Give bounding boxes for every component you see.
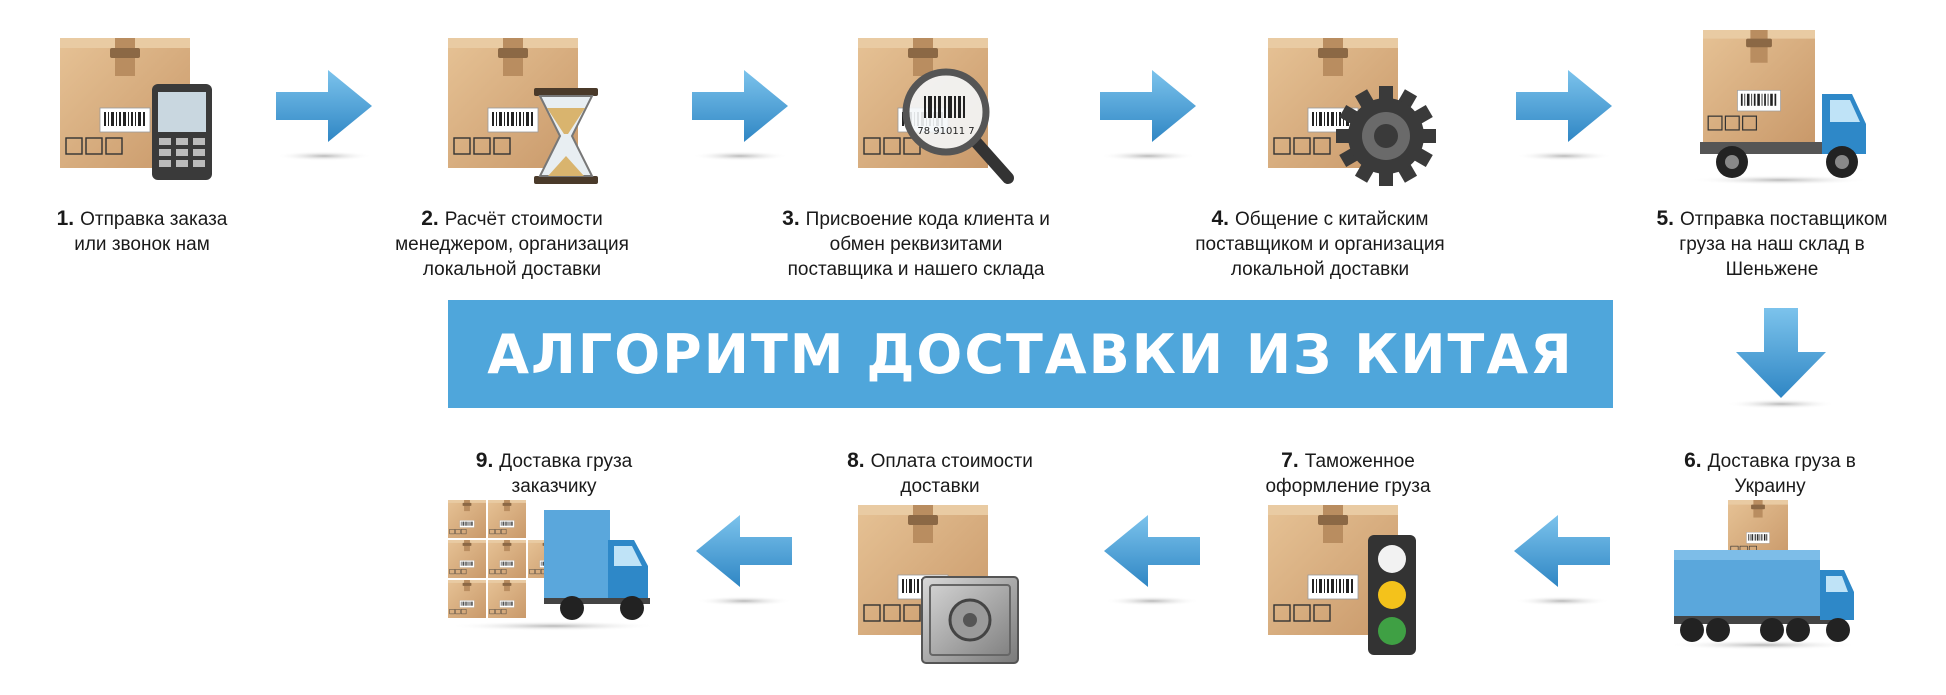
step-6-icon — [1668, 500, 1858, 650]
step-number: 9. — [475, 449, 494, 472]
arrow-right-3 — [1100, 70, 1200, 161]
arrow-left-icon — [1104, 515, 1200, 606]
step-text: оформление груза — [1265, 476, 1431, 497]
step-text: локальной доставки — [1230, 259, 1410, 280]
step-6-caption: 6.Доставка груза в Украину — [1610, 448, 1930, 499]
step-text: груза на наш склад в — [1679, 234, 1865, 255]
step-text: Шеньжене — [1725, 259, 1819, 280]
arrow-right-1 — [276, 70, 376, 161]
step-text: Таможенное — [1304, 451, 1415, 472]
barcode-digits: 78 91011 7 — [917, 126, 974, 137]
step-8-icon — [858, 505, 1038, 664]
step-text: поставщиком и организация — [1195, 234, 1445, 255]
arrow-left-icon — [696, 515, 792, 606]
arrow-left-2 — [1100, 515, 1200, 606]
box-magnifier-icon: 78 91011 7 — [858, 38, 1014, 184]
step-5-icon — [1690, 30, 1870, 185]
step-7-caption: 7.Таможенное оформление груза — [1188, 448, 1508, 499]
page-title: АЛГОРИТМ ДОСТАВКИ ИЗ КИТАЯ — [487, 322, 1574, 386]
step-1-caption: 1.Отправка заказа или звонок нам — [0, 206, 302, 257]
step-text: Доставка груза в — [1707, 451, 1856, 472]
arrow-right-icon — [692, 70, 788, 161]
step-text: локальной доставки — [422, 259, 602, 280]
step-number: 6. — [1684, 449, 1702, 472]
step-text: Оплата стоимости — [870, 451, 1033, 472]
step-7-icon — [1268, 505, 1448, 655]
arrow-right-2 — [692, 70, 792, 161]
step-8-caption: 8.Оплата стоимости доставки — [780, 448, 1100, 499]
step-text: или звонок нам — [74, 234, 210, 255]
step-text: Присвоение кода клиента и — [805, 209, 1050, 230]
step-5-caption: 5.Отправка поставщиком груза на наш скла… — [1612, 206, 1932, 282]
step-text: Общение с китайским — [1235, 209, 1429, 230]
step-text: менеджером, организация — [395, 234, 629, 255]
step-text: поставщика и нашего склада — [787, 259, 1045, 280]
step-number: 7. — [1281, 449, 1299, 472]
arrow-left-icon — [1514, 515, 1610, 606]
step-3-caption: 3.Присвоение кода клиента и обмен реквиз… — [756, 206, 1076, 282]
step-text: Отправка поставщиком — [1680, 209, 1888, 230]
step-text: Расчёт стоимости — [444, 209, 603, 230]
box-truck-icon — [1690, 30, 1870, 185]
box-safe-icon — [858, 505, 1019, 664]
step-number: 1. — [56, 207, 75, 230]
box-traffic-light-icon — [1268, 505, 1416, 655]
box-gear-icon — [1268, 38, 1436, 186]
title-banner: АЛГОРИТМ ДОСТАВКИ ИЗ КИТАЯ — [448, 300, 1613, 408]
step-number: 4. — [1211, 207, 1230, 230]
boxes-truck-icon — [448, 500, 658, 631]
box-phone-icon — [60, 38, 212, 180]
arrow-down — [1726, 308, 1836, 409]
step-2-caption: 2.Расчёт стоимости менеджером, организац… — [352, 206, 672, 282]
step-3-icon: 78 91011 7 — [858, 30, 1038, 184]
arrow-left-3 — [692, 515, 792, 606]
step-number: 8. — [847, 449, 865, 472]
step-number: 5. — [1656, 207, 1675, 230]
step-number: 2. — [421, 207, 439, 230]
arrow-left-1 — [1510, 515, 1610, 606]
step-2-icon — [448, 30, 628, 184]
arrow-right-4 — [1516, 70, 1616, 161]
arrow-down-icon — [1726, 308, 1836, 409]
step-text: Украину — [1734, 476, 1806, 497]
step-4-icon — [1268, 30, 1448, 186]
step-text: Отправка заказа — [80, 209, 228, 230]
step-number: 3. — [782, 207, 800, 230]
step-1-icon — [60, 30, 240, 180]
step-9-icon — [448, 500, 658, 650]
step-text: заказчику — [511, 476, 597, 497]
step-9-caption: 9.Доставка груза заказчику — [394, 448, 714, 499]
arrow-right-icon — [1100, 70, 1196, 161]
step-text: доставки — [900, 476, 980, 497]
arrow-right-icon — [1516, 70, 1612, 161]
arrow-right-icon — [276, 70, 372, 161]
step-4-caption: 4.Общение с китайским поставщиком и орга… — [1160, 206, 1480, 282]
box-hourglass-icon — [448, 38, 598, 184]
step-text: обмен реквизитами — [829, 234, 1003, 255]
semi-truck-icon — [1668, 500, 1858, 650]
step-text: Доставка груза — [499, 451, 633, 472]
